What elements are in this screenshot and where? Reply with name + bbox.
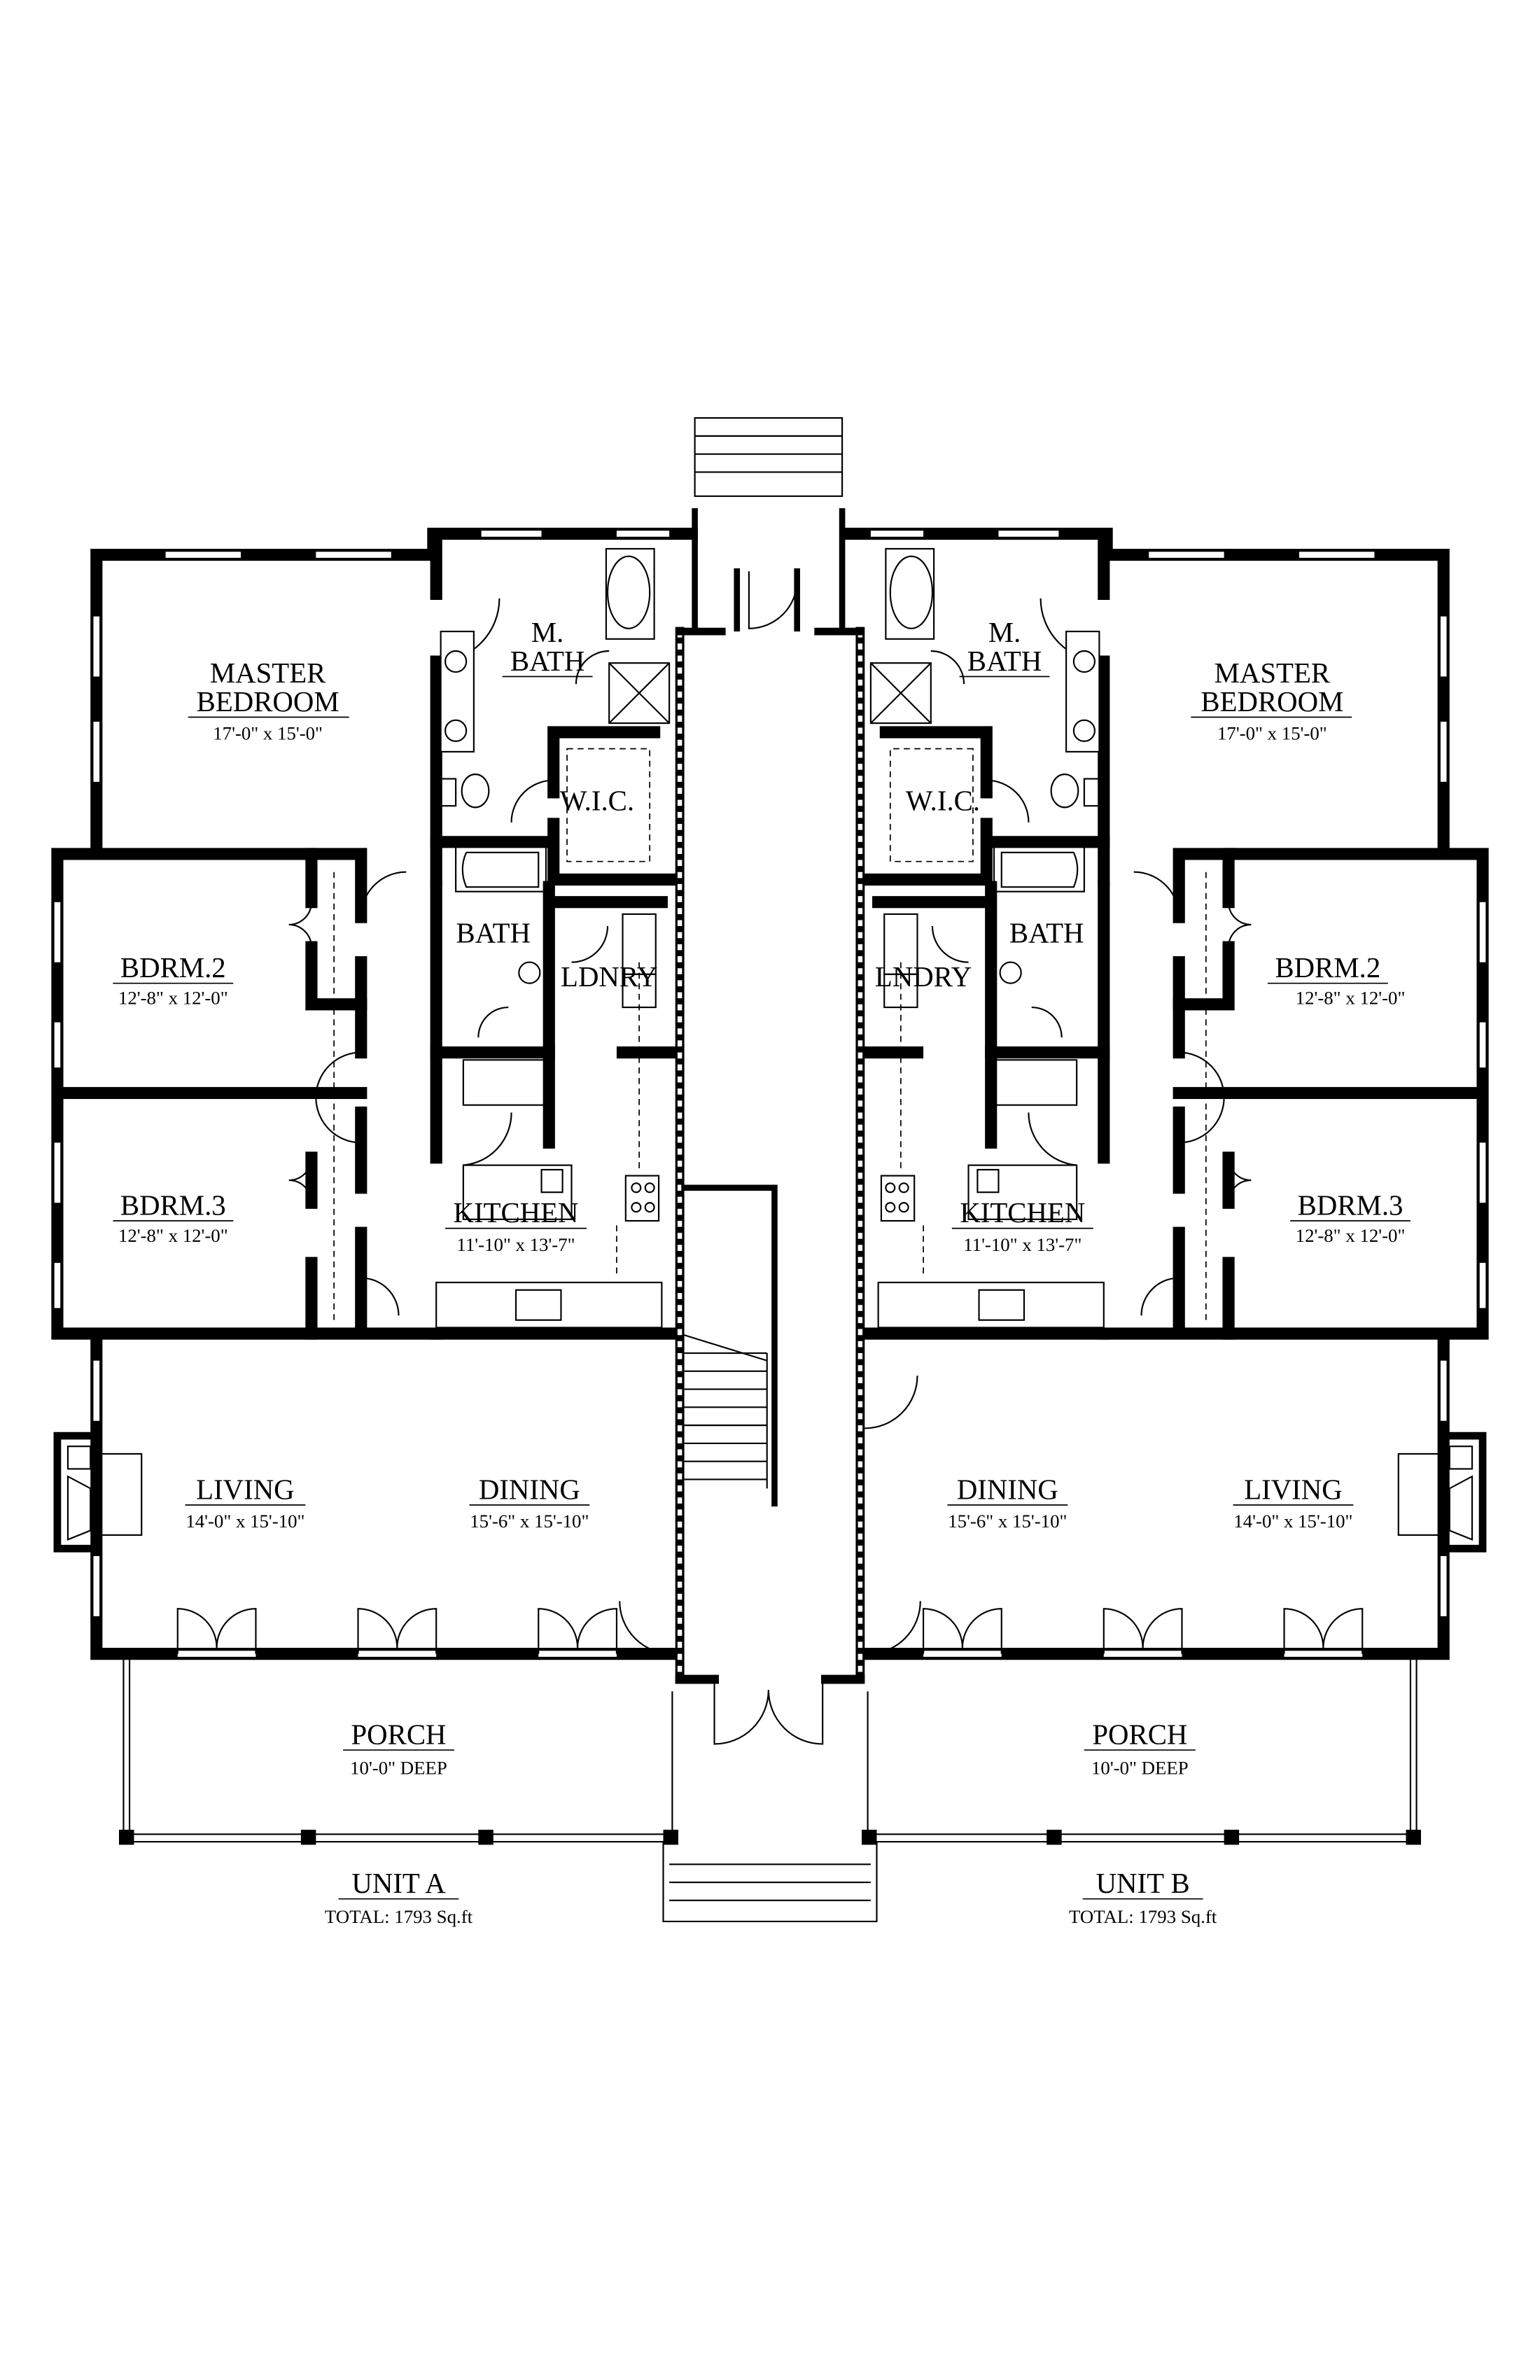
living-size: 14'-0" x 15'-10" [1233, 1511, 1352, 1532]
kitchen-label: KITCHEN [454, 1197, 579, 1228]
kitchen-label: KITCHEN [960, 1197, 1085, 1228]
master-bedroom-size: 17'-0" x 15'-0" [213, 723, 323, 744]
unit-b-title: UNIT B [1096, 1868, 1190, 1899]
bedroom2-size: 12'-8" x 12'-0" [1296, 988, 1406, 1009]
bedroom2-label: BDRM.2 [120, 952, 226, 983]
kitchen-size: 11'-10" x 13'-7" [456, 1234, 575, 1255]
unit-a-title: UNIT A [351, 1868, 446, 1899]
unit-a-total: TOTAL: 1793 Sq.ft [325, 1906, 473, 1927]
wic-label: W.I.C. [560, 785, 634, 817]
master-bedroom-label: MASTER [1214, 657, 1331, 689]
master-bath-label: M. [988, 617, 1021, 648]
unit-a-labels: MASTER BEDROOM 17'-0" x 15'-0" M. BATH W… [113, 617, 657, 1927]
laundry-label: LNDRY [875, 961, 972, 993]
master-bath-label: BATH [510, 645, 585, 677]
living-label: LIVING [196, 1474, 294, 1505]
laundry-label: LDNRY [561, 961, 657, 993]
bath-label: BATH [1009, 918, 1084, 949]
bath-label: BATH [456, 918, 531, 949]
wic-label: W.I.C. [906, 785, 980, 817]
bedroom3-size: 12'-8" x 12'-0" [118, 1225, 228, 1246]
master-bedroom-size: 17'-0" x 15'-0" [1217, 723, 1327, 744]
bedroom3-size: 12'-8" x 12'-0" [1296, 1225, 1406, 1246]
living-label: LIVING [1244, 1474, 1342, 1505]
kitchen-size: 11'-10" x 13'-7" [963, 1234, 1082, 1255]
master-bedroom-label: MASTER [210, 657, 326, 689]
master-bedroom-label: BEDROOM [197, 686, 340, 718]
master-bath-label: BATH [967, 645, 1042, 677]
bedroom3-label: BDRM.3 [1298, 1189, 1404, 1221]
unit-b-total: TOTAL: 1793 Sq.ft [1069, 1906, 1217, 1927]
bedroom3-label: BDRM.3 [120, 1189, 226, 1221]
porch-label: PORCH [1092, 1718, 1187, 1750]
dining-size: 15'-6" x 15'-10" [470, 1511, 589, 1532]
bedroom2-label: BDRM.2 [1275, 952, 1380, 983]
bedroom2-size: 12'-8" x 12'-0" [118, 988, 228, 1009]
living-size: 14'-0" x 15'-10" [186, 1511, 304, 1532]
porch-size: 10'-0" DEEP [1091, 1757, 1189, 1778]
master-bedroom-label: BEDROOM [1200, 686, 1343, 718]
porch-label: PORCH [351, 1718, 446, 1750]
dining-label: DINING [957, 1474, 1058, 1505]
porch-size: 10'-0" DEEP [350, 1757, 447, 1778]
dining-size: 15'-6" x 15'-10" [948, 1511, 1067, 1532]
master-bath-label: M. [531, 617, 564, 648]
unit-b-labels: MASTER BEDROOM 17'-0" x 15'-0" M. BATH W… [875, 617, 1410, 1927]
dining-label: DINING [479, 1474, 580, 1505]
central-corridor [662, 417, 918, 1922]
